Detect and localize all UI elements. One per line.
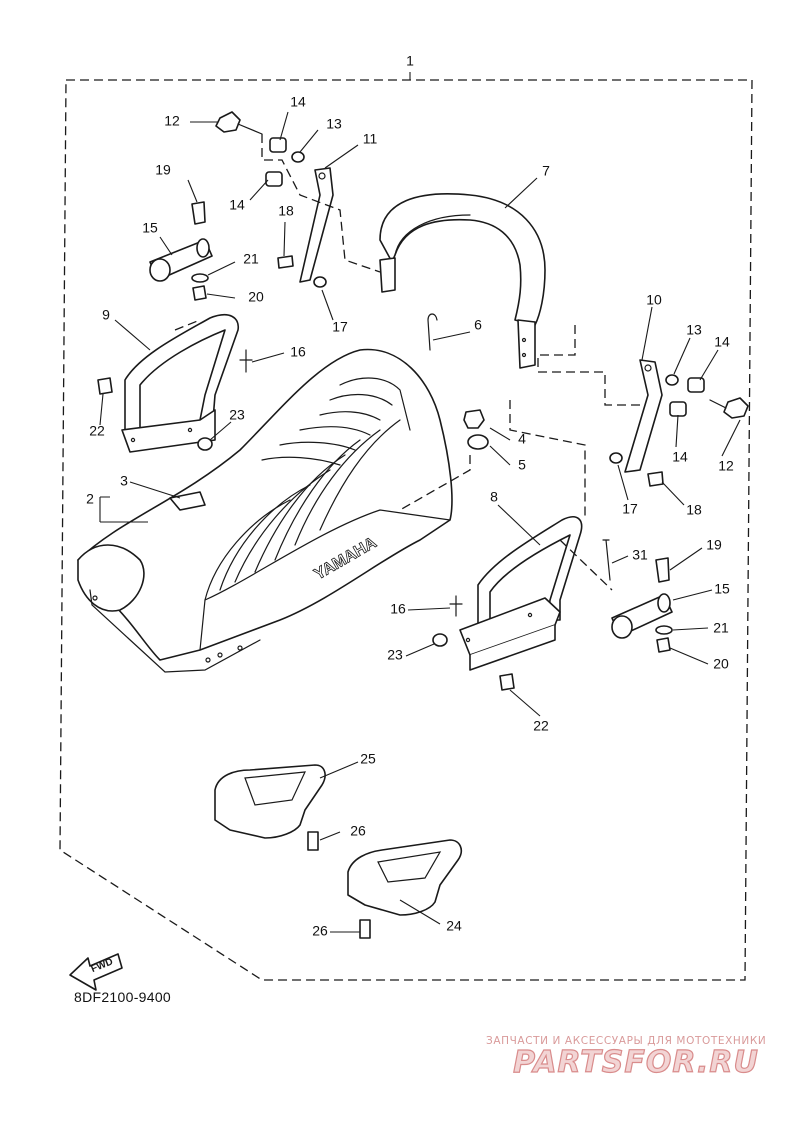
callout-23-left: 23 [229, 407, 245, 423]
bolt-26-bottom [359, 919, 371, 939]
watermark-logo: PARTSFOR.RU [513, 1045, 759, 1080]
bush-right-2 [669, 401, 687, 417]
nut-left-20 [192, 285, 207, 301]
callout-21-right: 21 [713, 620, 729, 636]
callout-16-right: 16 [390, 601, 406, 617]
washer-right [665, 374, 679, 386]
footrest-25 [214, 764, 326, 839]
callout-24: 24 [446, 918, 462, 934]
bolt-right-22 [499, 673, 515, 691]
damper-left [149, 238, 213, 282]
footrest-24 [347, 839, 462, 916]
callout-3: 3 [120, 473, 128, 489]
callout-13-right: 13 [686, 322, 702, 338]
callout-17-right: 17 [622, 501, 638, 517]
callout-13-left: 13 [326, 116, 342, 132]
washer-left [291, 151, 305, 163]
bush-left-2 [265, 171, 283, 187]
callout-6: 6 [474, 317, 482, 333]
nut-right-17 [609, 452, 623, 464]
callout-19-right: 19 [706, 537, 722, 553]
cap-4 [463, 409, 485, 429]
callout-23-right: 23 [387, 647, 403, 663]
callout-20-right: 20 [713, 656, 729, 672]
callout-26-top: 26 [350, 823, 366, 839]
watermark-tagline: ЗАПЧАСТИ И АКСЕССУАРЫ ДЛЯ МОТОТЕХНИКИ [486, 1035, 767, 1047]
callout-2: 2 [86, 491, 94, 507]
callout-7: 7 [542, 163, 550, 179]
callout-14-top: 14 [290, 94, 306, 110]
seat: YAMAHA [77, 348, 453, 673]
nut-right-23 [432, 633, 448, 647]
callout-15-right: 15 [714, 581, 730, 597]
left-stay [299, 167, 334, 283]
knob-left [215, 111, 263, 135]
bolt-right-18 [647, 471, 664, 487]
emblem [169, 491, 206, 511]
rivet-left-16 [239, 349, 253, 373]
callout-14-lower: 14 [672, 449, 688, 465]
leader-lines [99, 111, 741, 933]
callout-31: 31 [632, 547, 648, 563]
damper-right [611, 593, 673, 639]
backrest [379, 193, 546, 369]
bolt-right-19 [655, 557, 670, 583]
callout-9: 9 [102, 307, 110, 323]
callout-22-left: 22 [89, 423, 105, 439]
callout-10: 10 [646, 292, 662, 308]
washer-right-21 [655, 625, 673, 635]
callout-12-left: 12 [164, 113, 180, 129]
callout-18-right: 18 [686, 502, 702, 518]
grab-rail-right [459, 516, 583, 671]
fwd-arrow: FWD [69, 953, 123, 991]
callout-26-bottom: 26 [312, 923, 328, 939]
callout-22-right: 22 [533, 718, 549, 734]
callout-14-right: 14 [714, 334, 730, 350]
nut-left-23 [197, 437, 213, 451]
callout-8: 8 [490, 489, 498, 505]
callout-14-left: 14 [229, 197, 245, 213]
callout-1: 1 [406, 53, 414, 69]
callout-numbers: 12 14 13 11 14 19 18 15 21 20 17 7 6 10 … [86, 94, 734, 939]
callout-20-left: 20 [248, 289, 264, 305]
bush-left-1 [269, 137, 287, 153]
nut-left-17 [313, 276, 327, 288]
knob-right [709, 397, 749, 419]
callout-17-left: 17 [332, 319, 348, 335]
callout-4: 4 [518, 431, 526, 447]
callout-11: 11 [363, 131, 378, 147]
rivet-right-16 [449, 595, 463, 617]
callout-5: 5 [518, 457, 526, 473]
callout-19-left: 19 [155, 162, 171, 178]
callout-16-left: 16 [290, 344, 306, 360]
callout-12-right: 12 [718, 458, 734, 474]
grommet-5 [467, 434, 489, 450]
right-stay [624, 359, 663, 473]
drawing-code: 8DF2100-9400 [74, 989, 171, 1005]
callout-25: 25 [360, 751, 376, 767]
bolt-left-18 [277, 255, 294, 269]
bolt-left-19 [191, 201, 206, 225]
grab-rail-left [121, 314, 239, 453]
bolt-26-top [307, 831, 319, 851]
callout-15-left: 15 [142, 220, 158, 236]
nut-right-20 [656, 637, 671, 653]
callout-18-left: 18 [278, 203, 294, 219]
clip-6 [427, 313, 438, 351]
pin-31 [602, 539, 611, 581]
bush-right-1 [687, 377, 705, 393]
washer-left-21 [191, 273, 209, 283]
assembly-boundary [59, 79, 753, 981]
bolt-left-22 [97, 377, 113, 395]
callout-21-left: 21 [243, 251, 259, 267]
